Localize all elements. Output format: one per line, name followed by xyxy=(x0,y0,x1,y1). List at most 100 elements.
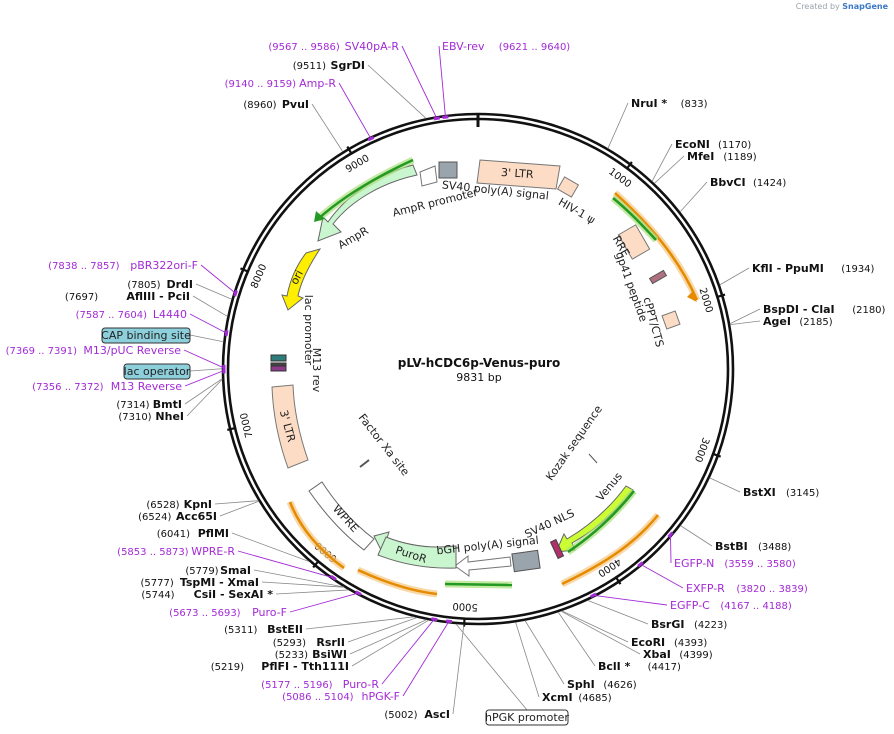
primer-name: M13 Reverse xyxy=(111,380,182,393)
primer-pbr322ori-f: pBR322ori-F(7838 .. 7857) xyxy=(48,259,198,272)
primer-range: (7587 .. 7604) xyxy=(76,310,148,321)
site-kfli-ppumi: KflI - PpuMI (1934) xyxy=(752,262,875,275)
site-leader xyxy=(305,616,415,630)
site-leader-lines xyxy=(183,45,761,715)
primer-m13-reverse: M13 Reverse(7356 .. 7372) xyxy=(32,380,182,393)
site-position: (3145) xyxy=(786,488,819,499)
site-position: (5777) xyxy=(141,578,174,589)
site-mfei: MfeI(1189) xyxy=(687,150,757,163)
primer-mark xyxy=(442,115,449,119)
primer-exfp-r: EXFP-R(3820 .. 3839) xyxy=(686,582,808,595)
primer-name: EGFP-C xyxy=(670,599,710,612)
snapgene-brand: SnapGene xyxy=(842,2,888,11)
primer-leader xyxy=(289,592,359,613)
primer-leader xyxy=(438,45,446,118)
site-name: BstEII xyxy=(267,623,303,636)
tick-1000 xyxy=(625,161,633,170)
site-leader xyxy=(195,283,232,300)
feature-bgh-arrow xyxy=(454,554,512,577)
feature-hiv-psi xyxy=(556,176,580,198)
feature-label-ori: ori xyxy=(288,268,306,287)
primer-egfp-c: EGFP-C (4167 .. 4188) xyxy=(670,599,792,612)
primer-leader xyxy=(381,618,435,685)
site-name: SgrDI xyxy=(331,59,365,72)
tick-label-3000: 3000 xyxy=(692,436,711,464)
site-leader xyxy=(524,620,565,685)
site-name: PflMI xyxy=(198,527,229,540)
site-position: (7697) xyxy=(65,292,98,303)
site-leader xyxy=(261,581,345,588)
site-name: SmaI xyxy=(220,564,251,577)
site-position: (7314) xyxy=(116,400,149,411)
tick-label-7000: 7000 xyxy=(239,411,256,438)
site-name: BstXI xyxy=(743,486,776,499)
site-leader xyxy=(651,143,673,182)
primer-name: M13/pUC Reverse xyxy=(83,344,181,357)
site-leader xyxy=(557,611,596,667)
site-position: (1424) xyxy=(753,178,786,189)
tick-9000 xyxy=(346,145,353,155)
site-name: BsrGI xyxy=(651,618,684,631)
site-bstbi: BstBI(3488) xyxy=(715,540,791,553)
site-position: (8960) xyxy=(243,100,276,111)
hpgk-promoter-text: hPGK promoter xyxy=(485,711,569,724)
primer-leader xyxy=(670,534,672,564)
site-leader xyxy=(709,477,741,493)
primer-leader xyxy=(237,550,334,579)
primer-leader xyxy=(401,45,438,119)
site-position: (7805) xyxy=(127,280,160,291)
site-position: (5293) xyxy=(273,638,306,649)
feature-puror-body xyxy=(377,536,457,569)
feature-rre xyxy=(617,224,651,260)
site-bsteii: BstEII(5311) xyxy=(224,623,303,636)
feature-lac-promoter xyxy=(270,354,287,362)
site-position: (4626) xyxy=(603,680,636,691)
site-leader xyxy=(654,155,685,184)
site-position: (1189) xyxy=(723,152,756,163)
site-position: (4223) xyxy=(694,620,727,631)
primer-mark xyxy=(233,289,238,297)
site-leader xyxy=(515,622,540,698)
primer-egfp-n: EGFP-N (3559 .. 3580) xyxy=(674,557,796,570)
plasmid-size: 9831 bp xyxy=(456,371,501,384)
primer-range: (3559 .. 3580) xyxy=(724,559,796,570)
primer-range: (9140 .. 9159) xyxy=(225,79,297,90)
tick-4000 xyxy=(614,575,622,585)
primer-range: (5086 .. 5104) xyxy=(282,692,354,703)
site-rsrii: RsrII(5293) xyxy=(273,636,345,649)
primer-name: pBR322ori-F xyxy=(130,259,198,272)
primer-puro-r: Puro-R(5177 .. 5196) xyxy=(261,678,379,691)
site-bspdi-clai: BspDI - ClaI(2180) xyxy=(763,303,886,316)
tick-7000 xyxy=(227,426,237,432)
feature-label-hiv-psi: HIV-1 ψ xyxy=(556,195,597,226)
primer-name: WPRE-R xyxy=(191,545,235,558)
primer-mark xyxy=(589,592,597,599)
site-bsrgi: BsrGI (4223) xyxy=(651,618,727,631)
primer-name: SV40pA-R xyxy=(345,40,400,53)
site-name: PvuI xyxy=(282,98,309,111)
site-position: (5219) xyxy=(211,662,244,673)
feature-label-ampr: AmpR xyxy=(336,224,371,252)
primer-name: EGFP-N xyxy=(674,557,714,570)
primer-range: (4167 .. 4188) xyxy=(720,601,792,612)
site-name: BsiWI xyxy=(312,648,347,661)
primer-leader xyxy=(640,563,684,589)
feature-label-cppt: cPPT/CTS xyxy=(640,296,666,349)
primer-mark xyxy=(222,364,226,371)
site-name: KflI - PpuMI xyxy=(752,262,824,275)
feature-ampr-promoter xyxy=(419,165,438,187)
primer-leader xyxy=(183,349,225,369)
site-position: (4399) xyxy=(679,650,712,661)
site-asci: AscI(5002) xyxy=(384,708,450,721)
site-tspmi-xmai: TspMI - XmaI(5777) xyxy=(141,576,259,589)
primer-name: Amp-R xyxy=(299,77,336,90)
site-position: (1934) xyxy=(841,264,874,275)
primer-name: hPGK-F xyxy=(362,690,400,703)
primer-name: Puro-R xyxy=(343,678,380,691)
tick-label-5000: 5000 xyxy=(452,600,478,612)
site-name: AscI xyxy=(424,708,450,721)
site-position: (4417) xyxy=(648,662,681,673)
site-position: (3488) xyxy=(758,542,791,553)
site-position: (4393) xyxy=(674,638,707,649)
